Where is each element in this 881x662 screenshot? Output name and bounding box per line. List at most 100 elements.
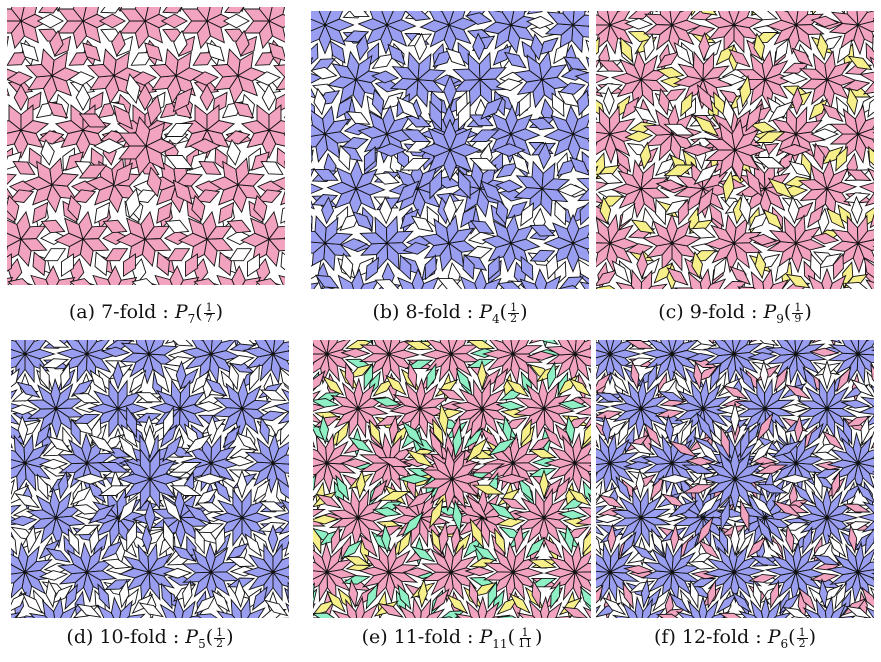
tile-rhombus	[519, 92, 530, 116]
caption-7-fold: (a) 7-fold : P7(17)	[7, 301, 285, 326]
star-rhombus	[311, 283, 318, 289]
tile-rhombus	[845, 282, 870, 289]
tiling-7-fold	[7, 7, 285, 285]
star-rhombus	[861, 72, 875, 82]
tile-rhombus	[331, 527, 340, 553]
caption-fold: 9-fold	[690, 301, 745, 323]
caption-colon: :	[173, 626, 179, 648]
caption-fraction: 111	[516, 628, 534, 649]
star-rhombus	[860, 182, 874, 193]
tile-rhombus	[219, 252, 231, 275]
caption-symbol: P	[175, 301, 188, 323]
tile-rhombus	[42, 220, 65, 233]
caption-colon: :	[467, 301, 473, 323]
caption-9-fold: (c) 9-fold : P9(19)	[596, 301, 874, 326]
tile-rhombus	[659, 89, 669, 115]
tile-rhombus	[565, 526, 574, 553]
tile-rhombus	[580, 201, 589, 225]
fraction-denominator: 2	[508, 314, 519, 324]
caption-subscript: 7	[188, 312, 196, 326]
caption-fraction: 17	[204, 303, 215, 324]
tile-rhombus	[313, 613, 339, 618]
caption-subscript: 9	[776, 312, 784, 326]
tiling-10-fold	[11, 340, 289, 618]
tile-rhombus	[260, 418, 269, 444]
tile-rhombus	[366, 584, 377, 609]
tile-rhombus	[104, 220, 127, 233]
rhombus-tiling	[596, 340, 874, 618]
tile-rhombus	[357, 471, 366, 498]
tile-rhombus	[281, 203, 285, 223]
tile-rhombus	[817, 34, 828, 60]
fraction-denominator: 11	[516, 639, 534, 649]
star-rhombus	[596, 181, 608, 191]
caption-symbol: P	[479, 301, 492, 323]
tile-rhombus	[165, 357, 191, 366]
star-rhombus	[475, 269, 487, 289]
caption-fraction: 19	[792, 303, 803, 324]
tile-rhombus	[224, 14, 249, 28]
star-rhombus	[311, 183, 323, 195]
caption-label: (c)	[658, 301, 683, 323]
tile-rhombus	[100, 14, 125, 28]
caption-10-fold: (d) 10-fold : P5(12)	[11, 626, 289, 651]
star-rhombus	[313, 604, 315, 618]
tile-rhombus	[166, 220, 189, 233]
rhombus-tiling	[313, 340, 591, 618]
tile-rhombus	[555, 201, 566, 225]
tile-rhombus	[341, 254, 353, 279]
tile-rhombus	[157, 252, 169, 275]
caption-colon: :	[467, 626, 473, 648]
caption-symbol: P	[480, 626, 493, 648]
rhombus-tiling	[11, 340, 289, 618]
tiling-9-fold	[596, 11, 874, 289]
caption-label: (d)	[66, 626, 93, 648]
caption-11-fold: (e) 11-fold : P11(111)	[313, 626, 591, 651]
tile-rhombus	[33, 252, 45, 275]
tile-rhombus	[374, 398, 401, 407]
star-rhombus	[580, 282, 589, 289]
fraction-denominator: 2	[214, 639, 225, 649]
tile-rhombus	[27, 526, 37, 552]
rhombus-tiling	[596, 11, 874, 289]
caption-fold: 8-fold	[406, 301, 461, 323]
tile-rhombus	[288, 583, 289, 608]
tile-rhombus	[197, 614, 223, 618]
star-rhombus	[700, 269, 710, 289]
star-rhombus	[275, 513, 289, 523]
rhombus-tiling	[311, 11, 589, 289]
star-rhombus	[596, 73, 608, 84]
caption-label: (b)	[372, 301, 399, 323]
tiling-8-fold	[311, 11, 589, 289]
tile-rhombus	[249, 365, 259, 390]
tile-rhombus	[95, 252, 107, 275]
caption-symbol: P	[763, 301, 776, 323]
caption-fold: 7-fold	[101, 301, 156, 323]
star-rhombus	[279, 276, 285, 286]
caption-fraction: 12	[214, 628, 225, 649]
star-rhombus	[763, 270, 773, 290]
tiling-11-fold	[313, 340, 591, 618]
caption-colon: :	[751, 301, 757, 323]
tile-rhombus	[588, 11, 589, 12]
caption-fraction: 12	[508, 303, 519, 324]
caption-label: (e)	[362, 626, 388, 648]
tile-rhombus	[634, 107, 655, 123]
tile-rhombus	[281, 252, 285, 275]
caption-subscript: 5	[198, 637, 206, 651]
tile-rhombus	[7, 37, 9, 57]
tile-rhombus	[818, 340, 841, 343]
caption-subscript: 4	[492, 312, 500, 326]
tile-rhombus	[311, 146, 312, 170]
caption-8-fold: (b) 8-fold : P4(12)	[311, 301, 589, 326]
caption-fold: 11-fold	[394, 626, 461, 648]
star-rhombus	[111, 598, 121, 618]
tile-rhombus	[528, 11, 550, 14]
tile-rhombus	[547, 363, 556, 390]
fraction-denominator: 7	[204, 314, 215, 324]
star-rhombus	[822, 269, 833, 289]
caption-symbol: P	[185, 626, 198, 648]
rhombus-tiling	[7, 7, 285, 285]
tile-rhombus	[38, 14, 63, 28]
star-rhombus	[535, 269, 547, 289]
